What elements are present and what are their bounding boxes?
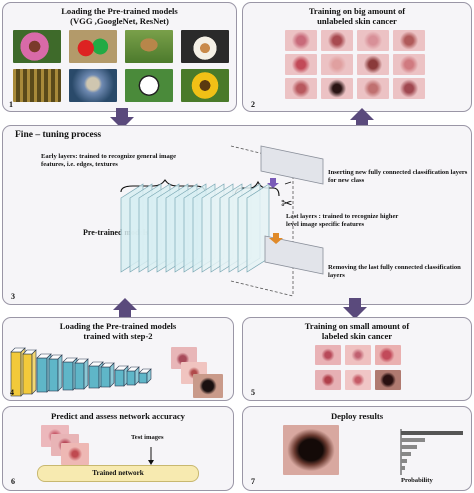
dog-image [125, 30, 173, 63]
labeled-lesion-3 [375, 345, 401, 365]
cnn-layer-block [62, 361, 74, 391]
arrow-3-to-5 [343, 298, 367, 319]
arrow-1-to-3 [110, 108, 134, 129]
probability-bar [401, 466, 405, 470]
labeled-lesion-4 [315, 370, 341, 390]
arrow-2-to-3 [350, 108, 374, 129]
panel-5-number: 5 [251, 388, 255, 397]
probability-label: Probability [401, 477, 433, 484]
panel-2-title-line1: Training on big amount of [308, 6, 406, 16]
cnn-architecture-diagram [10, 347, 152, 397]
plate-image [181, 30, 229, 63]
cnn-layer-block [100, 366, 111, 388]
bench-image [13, 69, 61, 102]
panel-5-title: Training on small amount of labeled skin… [243, 321, 471, 341]
labeled-lesion-2 [345, 345, 371, 365]
cnn-layer-side [83, 358, 89, 390]
lesion-thumb [393, 78, 425, 99]
pretrained-models-label: Pre-trained models [83, 228, 149, 237]
panel-1-load-pretrained: Loading the Pre-trained models (VGG ,Goo… [2, 2, 237, 112]
panel-6-predict: Predict and assess network accuracy Test… [2, 406, 234, 491]
cnn-layer-block [48, 358, 59, 392]
panel-5-title-line2: labeled skin cancer [321, 331, 393, 341]
test-images-label: Test images [131, 434, 164, 441]
cnn-layer-side [57, 354, 63, 392]
panel-2-title: Training on big amount of unlabeled skin… [243, 6, 471, 26]
cnn-layer-block [126, 370, 136, 386]
soccer-ball-image [125, 69, 173, 102]
fine-tuning-title: Fine – tuning process [15, 130, 102, 140]
lesion-thumb [285, 30, 317, 51]
test-to-network-arrow [148, 447, 154, 465]
arrow-4-to-3 [113, 298, 137, 319]
panel-1-title: Loading the Pre-trained models (VGG ,Goo… [3, 6, 236, 26]
removing-label: Removing the last fully connected classi… [328, 264, 461, 279]
lesion-thumb [321, 54, 353, 75]
cnn-layer-block [114, 369, 125, 387]
sunflower-image [181, 69, 229, 102]
deploy-lesion-image [283, 425, 339, 475]
panel-3-fine-tuning: Fine – tuning process Early layers: trai… [2, 125, 472, 305]
panel-6-title: Predict and assess network accuracy [51, 411, 185, 421]
cnn-layer-side [146, 368, 152, 384]
cnn-layer-block [138, 372, 148, 384]
cnn-layer-side [109, 362, 115, 388]
cnn-layer-block [88, 365, 100, 389]
cnn-layer-block [36, 357, 48, 393]
balls-image [69, 30, 117, 63]
lesion-thumb [321, 78, 353, 99]
lesion-thumb [357, 54, 389, 75]
panel-5-train-labeled: Training on small amount of labeled skin… [242, 317, 472, 401]
panel-1-number: 1 [9, 100, 13, 109]
inserting-label: Inserting new fully connected classifica… [328, 169, 468, 184]
test-image-3 [61, 443, 89, 465]
lesion-thumb [285, 54, 317, 75]
lesion-thumb [321, 30, 353, 51]
trained-network-box: Trained network [37, 465, 199, 482]
cnn-layer-side [31, 349, 37, 395]
scissors-icon: ✂ [281, 196, 293, 212]
panel-7-deploy: Deploy results Probability 7 [242, 406, 472, 491]
lesion-thumb [285, 78, 317, 99]
panel-7-number: 7 [251, 477, 255, 486]
probability-bar [401, 459, 407, 463]
coneflower-image [13, 30, 61, 63]
trained-network-label: Trained network [92, 469, 144, 477]
panel-4-title-line2: trained with step-2 [83, 331, 153, 341]
cnn-layer-block [22, 353, 33, 395]
labeled-lesion-6 [375, 370, 401, 390]
probability-bar [401, 445, 417, 449]
panel-4-load-trained: Loading the Pre-trained models trained w… [2, 317, 234, 401]
panel-4-number: 4 [10, 388, 14, 397]
probability-bar [401, 452, 411, 456]
panel-7-title: Deploy results [330, 411, 384, 421]
panel-3-number: 3 [11, 292, 15, 301]
lesion-thumb [357, 78, 389, 99]
panel-2-train-unlabeled: Training on big amount of unlabeled skin… [242, 2, 472, 112]
layer-stack-diagram [120, 145, 324, 297]
panel-6-number: 6 [11, 477, 15, 486]
lesion-thumb-3 [193, 374, 223, 398]
probability-bar [401, 431, 463, 435]
panel-1-title-line1: Loading the Pre-trained models [61, 6, 178, 16]
jellyfish-image [69, 69, 117, 102]
panel-4-title-line1: Loading the Pre-trained models [59, 321, 177, 331]
panel-4-title: Loading the Pre-trained models trained w… [3, 321, 233, 341]
labeled-lesion-1 [315, 345, 341, 365]
panel-2-title-line2: unlabeled skin cancer [317, 16, 397, 26]
early-layers-label: Early layers: trained to recognize gener… [41, 153, 177, 168]
panel-1-title-line2: (VGG ,GoogleNet, ResNet) [70, 16, 169, 26]
labeled-lesion-5 [345, 370, 371, 390]
lesion-thumb [357, 30, 389, 51]
probability-bar [401, 438, 425, 442]
probability-bar-chart [400, 429, 463, 475]
panel-2-number: 2 [251, 100, 255, 109]
cnn-layer-block [74, 362, 85, 390]
lesion-thumb [393, 30, 425, 51]
last-layers-label: Last layers : trained to recognize highe… [286, 213, 399, 228]
lesion-thumb [393, 54, 425, 75]
panel-5-title-line1: Training on small amount of [304, 321, 410, 331]
